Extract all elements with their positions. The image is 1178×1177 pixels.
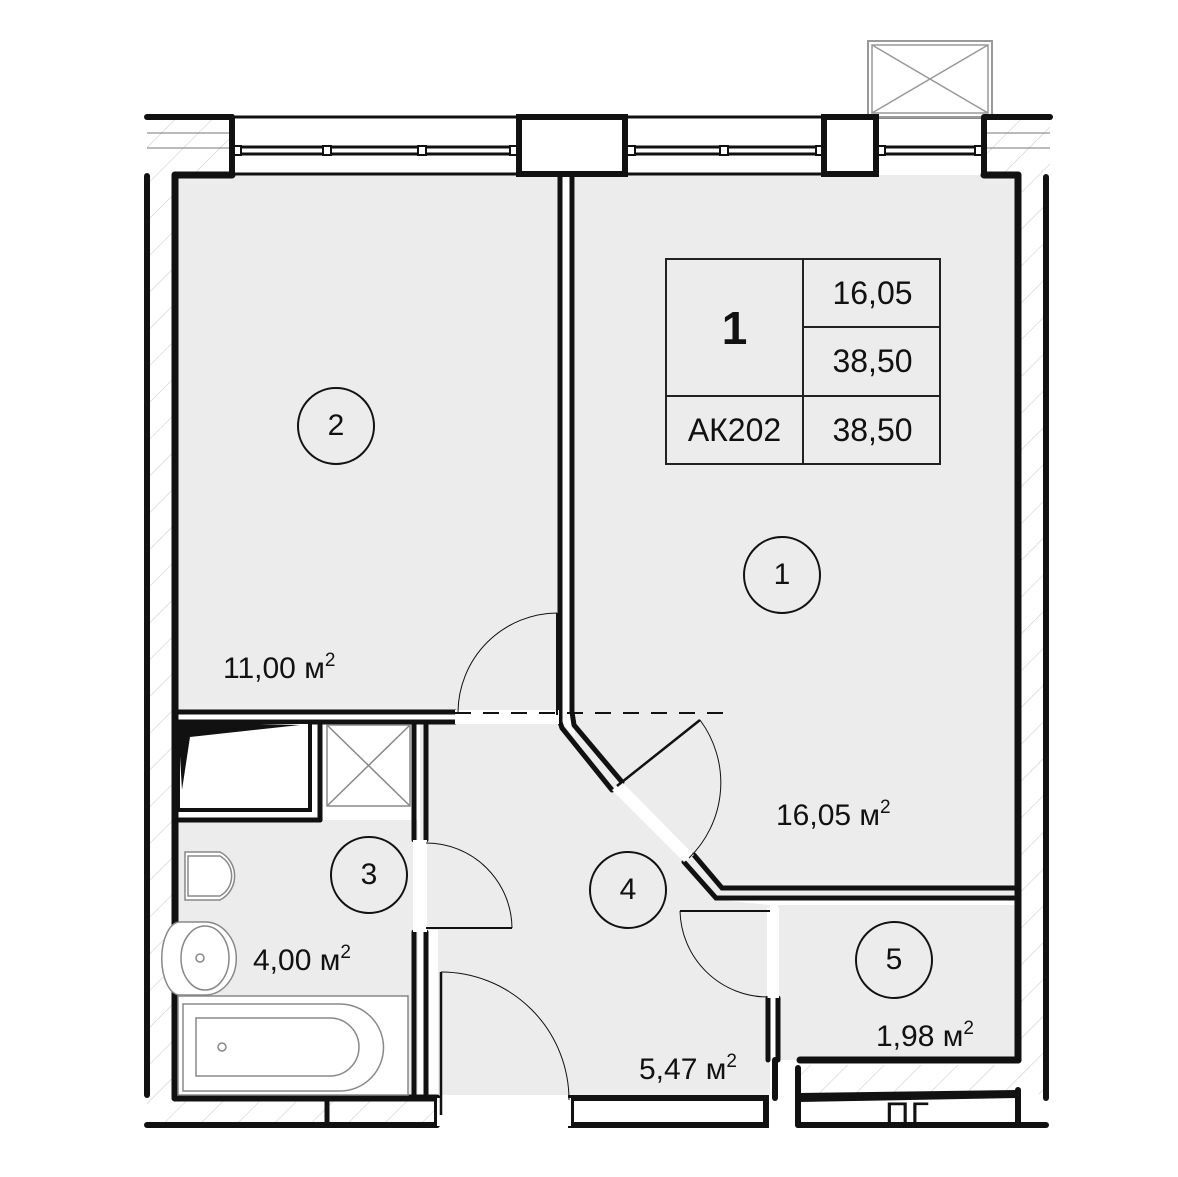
room-area-4: 5,47 м2	[639, 1052, 737, 1086]
room-area-1-value: 16,05	[776, 799, 852, 832]
room-1-floor	[575, 175, 1018, 895]
unit-label: м	[705, 1053, 727, 1086]
window-right	[876, 115, 984, 156]
window-left	[232, 115, 519, 176]
apartment-code: АК202	[667, 397, 804, 463]
room-number-5: 5	[855, 921, 933, 999]
unit-exponent: 2	[340, 942, 351, 963]
room-area-5: 1,98 м2	[876, 1019, 974, 1053]
room-area-5-value: 1,98	[876, 1020, 935, 1053]
window-middle	[626, 115, 825, 176]
room-area-1: 16,05 м2	[776, 798, 891, 832]
wardrobe-icon	[176, 720, 312, 812]
bathtub-icon	[177, 995, 409, 1096]
sink-icon	[161, 921, 237, 996]
pg-marker: ПГ	[885, 1096, 930, 1134]
room-number-4: 4	[589, 851, 667, 929]
doors	[413, 612, 779, 1126]
unit-label: м	[319, 944, 341, 977]
room-number-1: 1	[743, 536, 821, 614]
ac-unit-icon	[867, 40, 993, 118]
toilet-icon	[184, 851, 236, 901]
total-area-value: 38,50	[804, 328, 941, 397]
total-area-balcony-value: 38,50	[832, 411, 913, 448]
room-number-3: 3	[330, 836, 408, 914]
room-area-3-value: 4,00	[253, 944, 312, 977]
room-area-4-value: 5,47	[639, 1053, 698, 1086]
apartment-info-table: 1 16,05 38,50 АК202 38,50	[665, 258, 941, 465]
unit-label: м	[304, 652, 325, 685]
walls	[144, 114, 1053, 1128]
shaft-icon	[326, 724, 411, 807]
living-area-value: 16,05	[804, 260, 941, 328]
unit-exponent: 2	[324, 650, 336, 671]
rooms-count: 1	[667, 260, 804, 397]
room-area-3: 4,00 м2	[253, 943, 351, 977]
room-area-2-value: 11,00	[223, 652, 296, 685]
room-number-2: 2	[297, 387, 375, 465]
room-area-2: 11,00 м2	[223, 651, 335, 685]
unit-exponent: 2	[880, 797, 891, 818]
unit-label: м	[859, 799, 881, 832]
unit-exponent: 2	[726, 1051, 737, 1072]
unit-exponent: 2	[963, 1018, 974, 1039]
unit-label: м	[942, 1020, 964, 1053]
